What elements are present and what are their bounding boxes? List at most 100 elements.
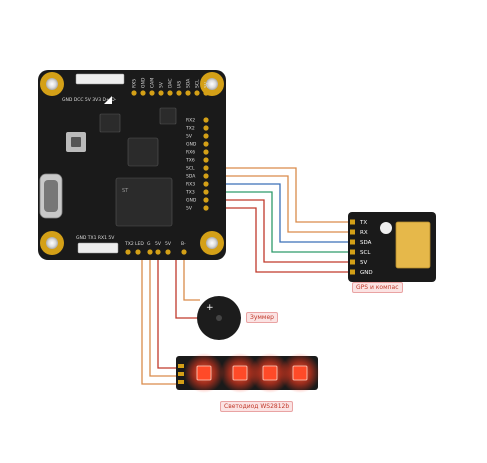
top-pin-pad	[149, 90, 155, 96]
top-pin-label: SDA	[186, 78, 192, 88]
orientation-arrow-icon	[104, 96, 112, 104]
gps-pin-label: 5V	[360, 260, 367, 266]
right-pin-label: SDA	[186, 174, 196, 180]
led-strip-caption: Светодиод WS2812b	[220, 401, 294, 412]
top-pin-label: RX5	[132, 79, 138, 88]
gps-pin-label: SDA	[360, 240, 372, 246]
right-pin-label: TX2	[185, 126, 195, 132]
top-pin-label: CAM	[150, 78, 156, 88]
flight-controller: GND DCC 5V 3V3 D+ D- GND TX1 RX1 5V ST R…	[38, 70, 226, 260]
led-chip	[262, 365, 278, 381]
right-pin-pad	[203, 125, 209, 131]
gyro-chip	[127, 137, 159, 167]
right-pin-pad	[203, 205, 209, 211]
wire-sda	[206, 183, 352, 243]
wire-gnd	[206, 207, 352, 273]
right-pin-label: 5V	[186, 134, 193, 140]
gps-pin-label: RX	[360, 230, 368, 236]
top-pin-label: GND	[141, 77, 147, 88]
right-pin-pad	[203, 181, 209, 187]
wire-5v	[206, 199, 352, 263]
gps-pin-pad	[350, 229, 355, 235]
bottom-pin-pad	[135, 249, 141, 255]
lower-wires	[141, 252, 210, 385]
led-chip	[232, 365, 248, 381]
gps-caption: GPS и компас	[352, 282, 403, 293]
bottom-pin-pad	[147, 249, 153, 255]
gps-pin-label: SCL	[360, 250, 371, 256]
right-pin-pad	[203, 157, 209, 163]
top-pin-pad	[131, 90, 137, 96]
right-pin-pad	[203, 117, 209, 123]
buzzer-caption: Зуммер	[246, 312, 278, 323]
top-pin-pad	[167, 90, 173, 96]
gps-pin-pad	[350, 269, 355, 275]
svg-text:ST: ST	[122, 188, 129, 194]
gps-pin-label: TX	[359, 220, 367, 226]
gps-pin-pad	[350, 239, 355, 245]
gps-pin-pad	[350, 259, 355, 265]
led-strip	[176, 353, 320, 393]
led-chip	[292, 365, 308, 381]
gps-pin-row: TX RX SDA SCL 5V GND	[350, 219, 373, 276]
mounting-holes	[40, 72, 224, 255]
gps-compass-chip	[380, 222, 392, 234]
right-pin-label: RX3	[186, 182, 195, 188]
gps-module: TX RX SDA SCL 5V GND	[348, 212, 436, 282]
top-pin-label: SCL	[195, 79, 201, 88]
bottom-pin-label: B-	[181, 241, 186, 247]
top-pin-label: 5V	[159, 81, 165, 88]
right-pin-label: RX2	[186, 118, 195, 124]
connector-top	[75, 73, 125, 85]
gps-wires	[206, 167, 352, 273]
right-pin-label: SCL	[186, 166, 195, 172]
buzzer-sign: +	[206, 303, 214, 313]
wire-led-gnd	[149, 252, 180, 377]
wire-tx	[206, 167, 352, 223]
bottom-pin-pad	[125, 249, 131, 255]
bottom-pin-pad	[155, 249, 161, 255]
bottom-pin-pad	[165, 249, 171, 255]
right-pin-label: GND	[186, 142, 197, 148]
right-pin-label: RX6	[186, 150, 195, 156]
top-pin-pad	[203, 90, 209, 96]
bottom-pin-pad	[181, 249, 187, 255]
top-pin-pad	[158, 90, 164, 96]
top-pin-pad	[140, 90, 146, 96]
right-pin-pad	[203, 189, 209, 195]
top-pin-pad	[176, 90, 182, 96]
connector-top-label: GND DCC 5V 3V3 D+ D-	[62, 97, 117, 103]
gps-pin-label: GND	[360, 270, 373, 276]
connector-bottom-label: GND TX1 RX1 5V	[76, 235, 115, 241]
right-pin-pad	[203, 133, 209, 139]
wire-scl	[206, 191, 352, 253]
wire-led-data	[141, 252, 180, 385]
right-pin-pad	[203, 197, 209, 203]
right-pin-label: TX3	[185, 190, 195, 196]
gps-pin-pad	[350, 219, 355, 225]
gps-antenna	[395, 221, 431, 269]
led-chip	[196, 365, 212, 381]
mcu-chip	[115, 177, 173, 227]
bottom-pin-label: 5V	[165, 241, 172, 247]
wire-rx	[206, 175, 352, 233]
top-pin-label: 5V	[204, 81, 210, 88]
right-pin-pad	[203, 165, 209, 171]
right-pin-label: TX6	[185, 158, 195, 164]
top-pin-pad	[194, 90, 200, 96]
right-pin-pad	[203, 141, 209, 147]
right-pin-label: 5V	[186, 206, 193, 212]
wire-led-5v	[157, 252, 180, 369]
osd-chip	[99, 113, 121, 133]
top-pin-pad	[185, 90, 191, 96]
right-pin-pad	[203, 173, 209, 179]
right-pin-pad	[203, 149, 209, 155]
wire-buzzer-minus	[183, 252, 200, 301]
top-pin-label: DAC	[168, 78, 174, 88]
right-pin-label: GND	[186, 198, 197, 204]
bottom-pin-label: 5V	[155, 241, 162, 247]
